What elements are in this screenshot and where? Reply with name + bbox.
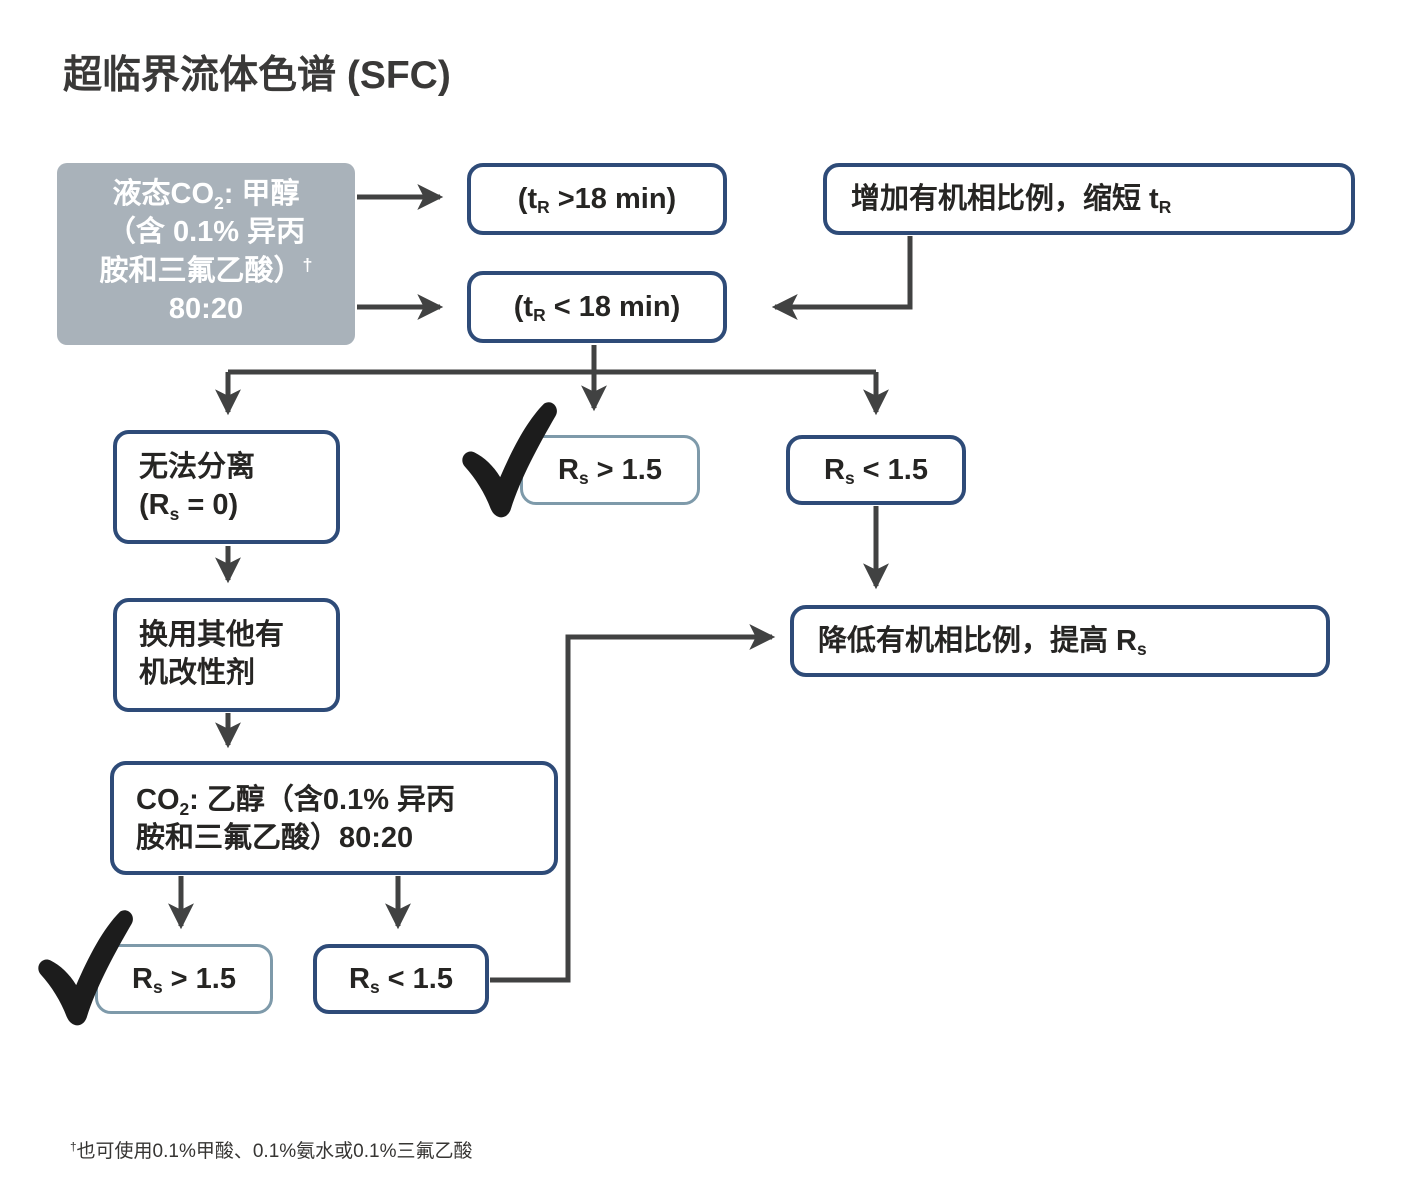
node-start-mobile-phase: 液态CO2: 甲醇 （含 0.1% 异丙 胺和三氟乙酸）† 80:20	[57, 163, 355, 345]
co2-ethanol-line1: CO2: 乙醇（含0.1% 异丙	[136, 784, 456, 819]
rs-lt-bottom-label: Rs < 1.5	[349, 962, 453, 998]
node-rs-lt-1-5-top: Rs < 1.5	[786, 435, 966, 505]
footnote: †也可使用0.1%甲酸、0.1%氨水或0.1%三氟乙酸	[70, 1136, 472, 1163]
start-line3: 胺和三氟乙酸）†	[99, 254, 313, 287]
change-modifier-line2: 机改性剂	[139, 657, 256, 690]
checkmark-icon	[462, 402, 557, 518]
arrow-rslt-bottom-to-decrease	[490, 624, 776, 983]
node-rs-lt-1-5-bottom: Rs < 1.5	[313, 944, 489, 1014]
increase-organic-label: 增加有机相比例，缩短 tR	[851, 182, 1172, 218]
start-line1: 液态CO2: 甲醇	[112, 178, 300, 213]
co2-ethanol-line2: 胺和三氟乙酸）80:20	[136, 822, 414, 855]
node-change-modifier: 换用其他有 机改性剂	[113, 598, 340, 712]
tr-gt-18-label: (tR >18 min)	[517, 182, 677, 218]
tr-lt-18-label: (tR < 18 min)	[513, 290, 681, 326]
change-modifier-line1: 换用其他有	[139, 619, 285, 651]
footnote-dagger: †	[70, 1141, 77, 1155]
node-increase-organic: 增加有机相比例，缩短 tR	[823, 163, 1355, 235]
node-tr-lt-18: (tR < 18 min)	[467, 271, 727, 343]
checkmark-icon	[38, 910, 133, 1026]
arrow-increase-to-trlt18	[771, 236, 913, 320]
node-rs-gt-1-5-bottom: Rs > 1.5	[95, 944, 273, 1014]
node-co2-ethanol: CO2: 乙醇（含0.1% 异丙 胺和三氟乙酸）80:20	[110, 761, 558, 875]
footnote-text: 也可使用0.1%甲酸、0.1%氨水或0.1%三氟乙酸	[76, 1141, 473, 1162]
node-tr-gt-18: (tR >18 min)	[467, 163, 727, 235]
start-line2: （含 0.1% 异丙	[106, 216, 306, 249]
node-rs-gt-1-5-mid: Rs > 1.5	[520, 435, 700, 505]
rs-gt-bottom-label: Rs > 1.5	[132, 962, 236, 998]
decrease-organic-label: 降低有机相比例，提高 Rs	[818, 624, 1147, 660]
page-title: 超临界流体色谱 (SFC)	[63, 54, 451, 97]
rs-lt-top-label: Rs < 1.5	[824, 453, 928, 489]
branch-trunk	[228, 345, 876, 375]
no-separation-line2: (Rs = 0)	[139, 489, 239, 524]
rs-gt-mid-label: Rs > 1.5	[558, 453, 662, 489]
node-no-separation: 无法分离 (Rs = 0)	[113, 430, 340, 544]
no-separation-line1: 无法分离	[139, 451, 256, 483]
node-decrease-organic: 降低有机相比例，提高 Rs	[790, 605, 1330, 677]
start-line4: 80:20	[168, 292, 244, 325]
